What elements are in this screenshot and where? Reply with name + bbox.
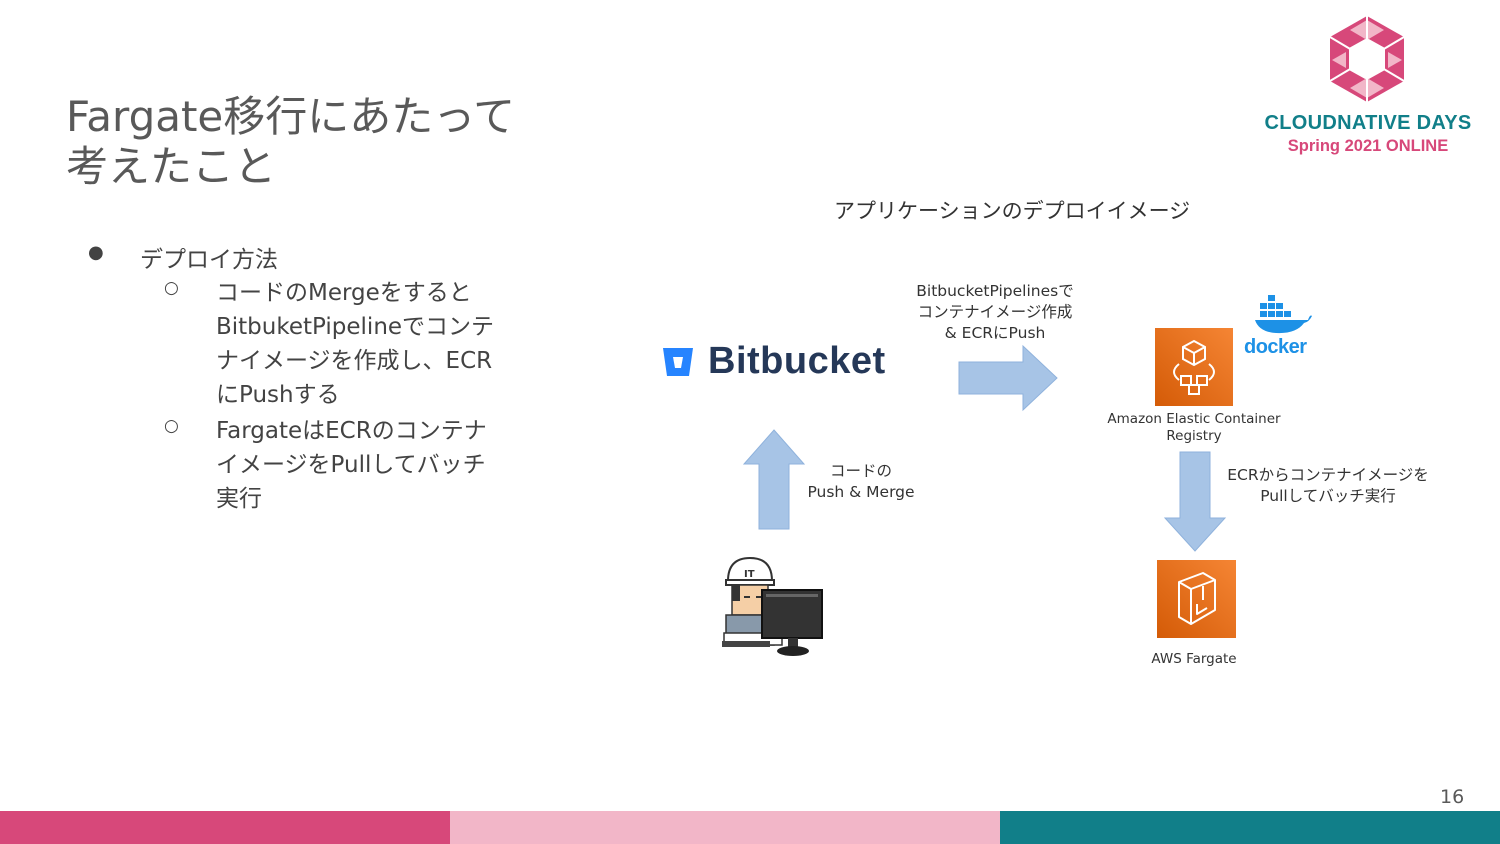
sub-bullet-text: FargateはECRのコンテナイメージをPullしてバッチ実行 — [216, 418, 487, 512]
right-arrow-icon — [958, 344, 1058, 412]
ecr-label-line: Registry — [1166, 428, 1222, 444]
bitbucket-label: Bitbucket — [708, 340, 886, 382]
pipeline-label-line: コンテナイメージ作成 — [917, 303, 1073, 321]
pull-label: ECRからコンテナイメージを Pullしてバッチ実行 — [1208, 465, 1448, 507]
sub-bullet-ring-icon: ○ — [164, 278, 179, 298]
fargate-icon — [1157, 560, 1236, 638]
slide-title: Fargate移行にあたって考えたこと — [66, 92, 516, 191]
sub-bullet-ring-icon: ○ — [164, 416, 179, 436]
bitbucket-icon — [663, 348, 693, 376]
pull-label-line: Pullしてバッチ実行 — [1260, 487, 1396, 505]
footer-bar-light-pink — [450, 811, 1000, 844]
push-merge-label: コードの Push & Merge — [798, 461, 924, 503]
sub-bullet-text: コードのMergeをするとBitbuketPipelineでコンテナイメージを作… — [216, 280, 495, 408]
push-label-line: コードの — [829, 462, 892, 480]
pipeline-label-line: & ECRにPush — [944, 324, 1046, 342]
ecr-label-line: Amazon Elastic Container — [1107, 411, 1281, 427]
docker-label: docker — [1244, 336, 1307, 358]
up-arrow-icon — [742, 429, 806, 530]
page-number: 16 — [1440, 786, 1465, 808]
docker-whale-icon — [1255, 295, 1312, 334]
down-arrow-icon — [1163, 451, 1227, 552]
developer-illustration-icon: IT — [722, 556, 823, 656]
fargate-label: AWS Fargate — [1151, 651, 1237, 667]
ecr-icon — [1155, 328, 1233, 406]
cloudnative-days-logo-icon — [1329, 16, 1405, 102]
bullet-text: デプロイ方法 — [140, 247, 278, 273]
footer-bar-teal — [1000, 811, 1500, 844]
pipeline-label: BitbucketPipelinesで コンテナイメージ作成 & ECRにPus… — [890, 281, 1100, 344]
helmet-text: IT — [744, 569, 755, 580]
pull-label-line: ECRからコンテナイメージを — [1227, 466, 1429, 484]
diagram-title: アプリケーションのデプロイイメージ — [834, 199, 1191, 223]
ecr-label: Amazon Elastic Container Registry — [1100, 411, 1288, 445]
logo-line1: CLOUDNATIVE DAYS — [1264, 112, 1472, 134]
pipeline-label-line: BitbucketPipelinesで — [916, 282, 1074, 300]
logo-line2: Spring 2021 ONLINE — [1287, 137, 1449, 155]
bullet-dot-icon: ● — [88, 242, 104, 263]
footer-bar-pink — [0, 811, 450, 844]
push-label-line: Push & Merge — [807, 483, 915, 501]
